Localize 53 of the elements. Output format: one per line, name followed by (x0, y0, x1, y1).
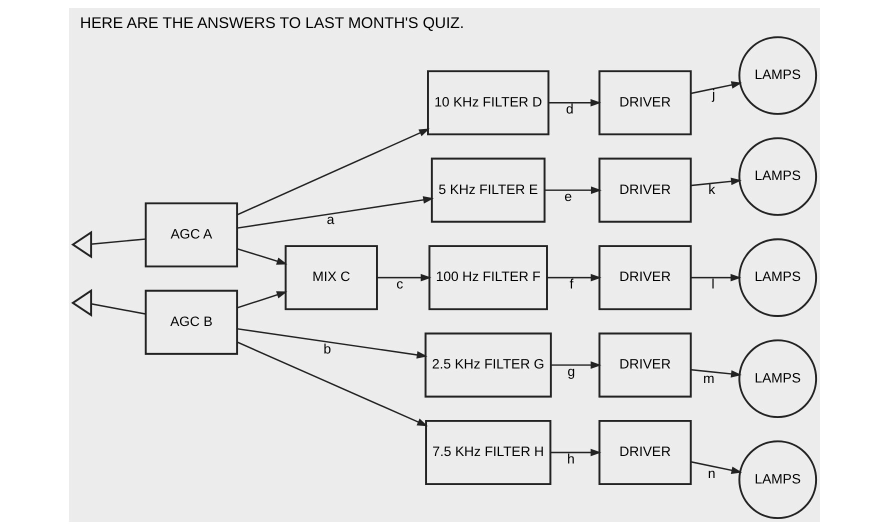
node-box: DRIVER (598, 70, 692, 136)
edge-label: m (703, 371, 714, 386)
arrow (551, 361, 602, 369)
edge-label: l (711, 276, 714, 292)
edge-label: b (324, 341, 332, 356)
node-box: AGC A (144, 202, 238, 268)
edge-label: g (568, 364, 576, 379)
arrow (691, 369, 742, 378)
node-box: DRIVER (598, 245, 692, 310)
arrow (547, 274, 602, 282)
node-box: 7.5 KHz FILTER H (425, 420, 552, 486)
node-chevron (71, 230, 92, 259)
arrow (237, 196, 434, 229)
connector (91, 238, 146, 245)
arrow (544, 186, 602, 194)
arrow (690, 461, 742, 474)
connector (91, 303, 146, 315)
edge-label: j (712, 87, 716, 102)
arrow (550, 448, 602, 456)
edge-label: k (708, 182, 716, 197)
node-circle: LAMPS (738, 238, 818, 317)
node-box: AGC B (144, 290, 238, 355)
edge-label: f (570, 276, 574, 292)
arrow (691, 178, 742, 186)
arrow (236, 341, 428, 426)
node-circle: LAMPS (738, 36, 818, 115)
node-circle: LAMPS (738, 440, 818, 520)
node-box: 10 KHz FILTER D (427, 70, 550, 136)
edge-label: a (326, 212, 334, 228)
node-circle: LAMPS (738, 137, 818, 216)
node-chevron (71, 288, 92, 317)
node-box: 100 Hz FILTER F (428, 245, 548, 310)
node-box: MIX C (284, 245, 378, 310)
node-box: 2.5 KHz FILTER G (424, 332, 552, 398)
node-box: DRIVER (598, 420, 692, 486)
arrow (236, 291, 288, 308)
arrow (236, 128, 430, 216)
edge-label: c (396, 276, 404, 292)
edge-label: h (567, 451, 575, 466)
arrow (691, 274, 742, 282)
node-circle: LAMPS (738, 339, 818, 418)
edge-label: e (564, 189, 572, 204)
arrow (237, 328, 428, 359)
arrow (236, 248, 288, 265)
edge-label: d (566, 102, 574, 117)
diagram-title: HERE ARE THE ANSWERS TO LAST MONTH'S QUIZ. (80, 15, 464, 32)
arrow (690, 81, 742, 94)
edge-label: n (708, 466, 716, 481)
arrow (377, 274, 432, 282)
arrow (548, 99, 602, 106)
node-box: 5 KHz FILTER E (430, 158, 546, 223)
node-box: DRIVER (598, 332, 692, 398)
node-box: DRIVER (598, 158, 692, 223)
